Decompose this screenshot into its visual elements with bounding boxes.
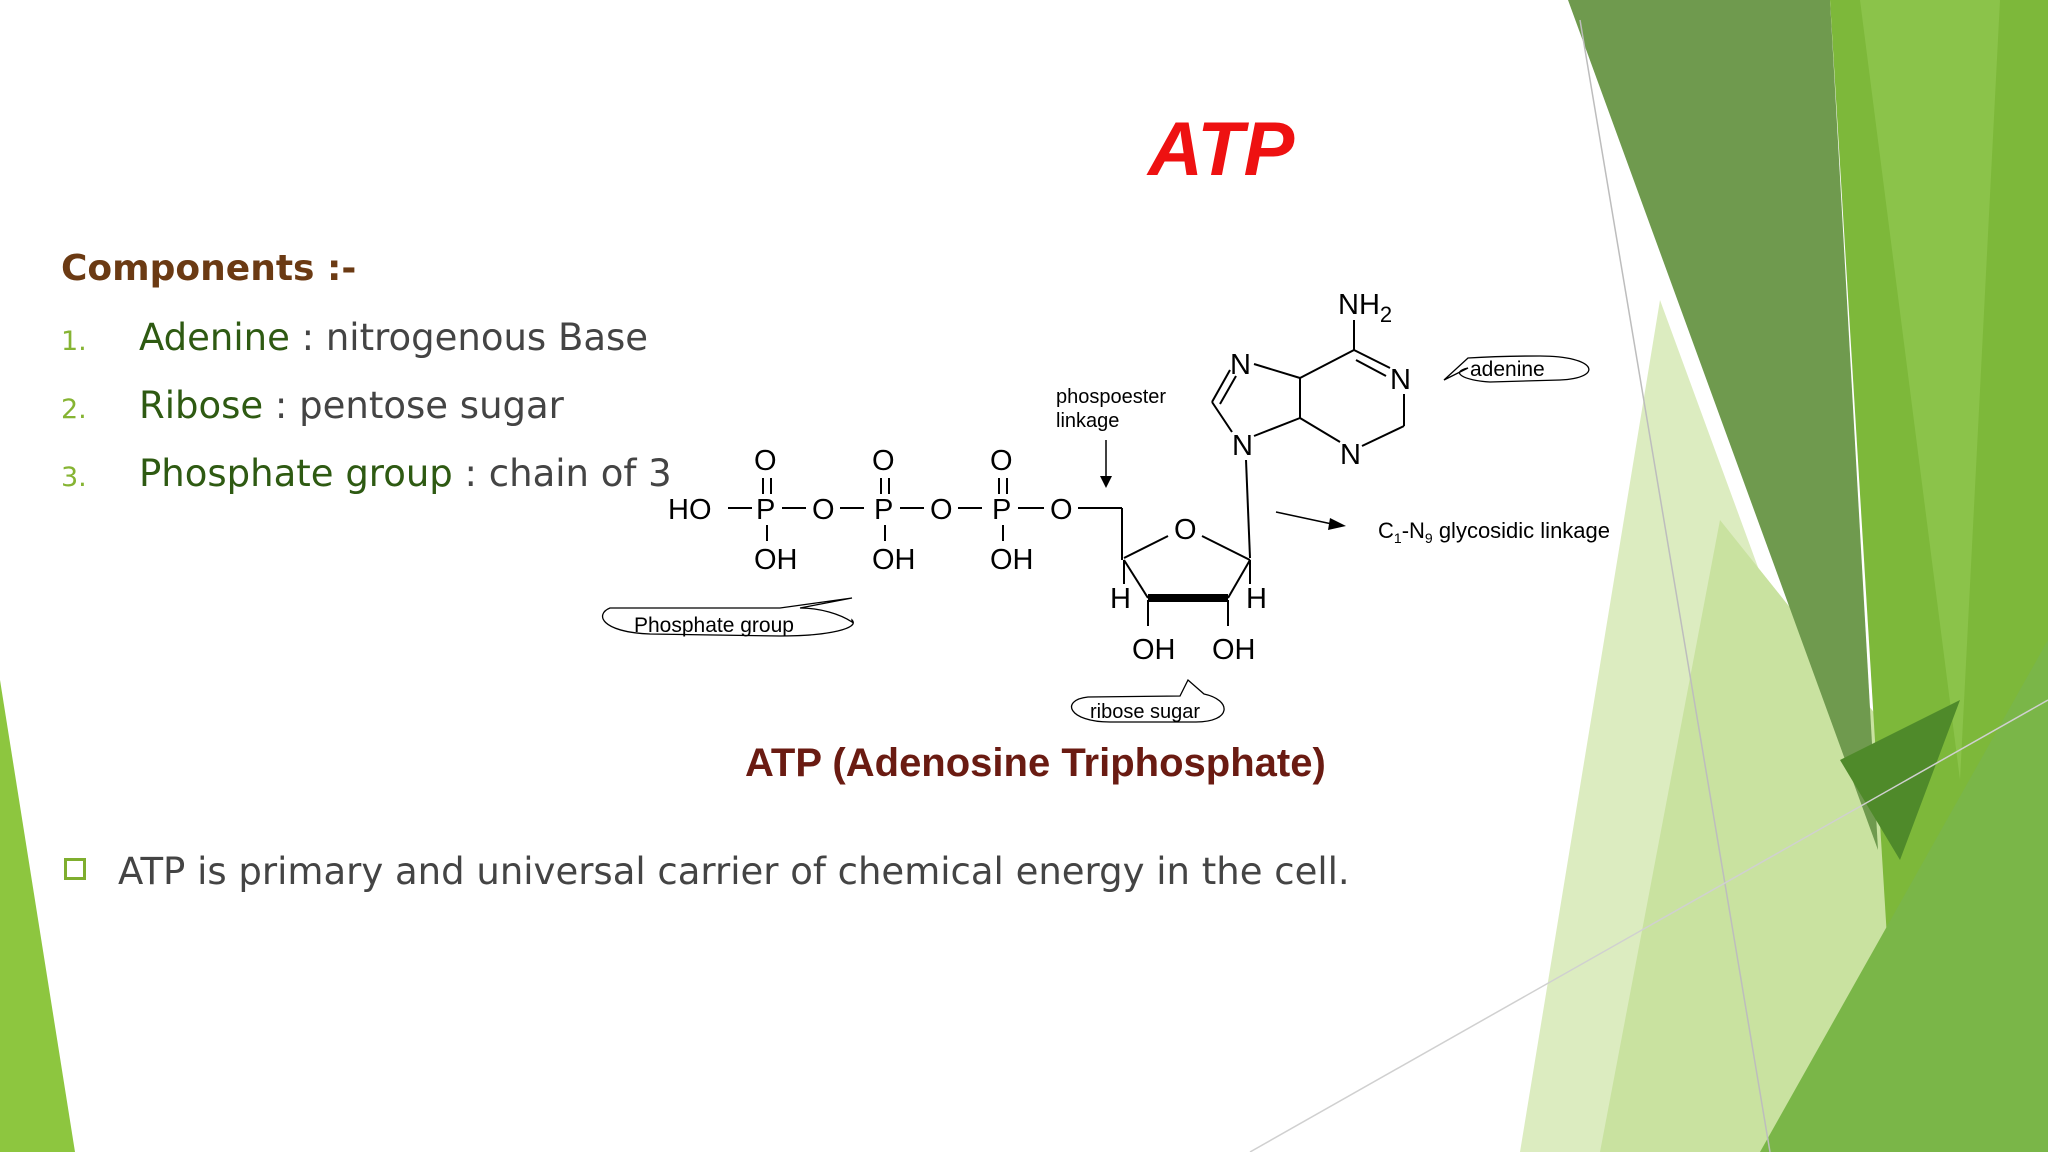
hydroxyl-group: OH: [990, 544, 1034, 576]
amino-group: NH2: [1338, 289, 1392, 327]
ring-hydrogen: H: [1110, 583, 1131, 615]
ring-hydrogen: H: [1246, 583, 1267, 615]
components-heading: Components :-: [61, 248, 357, 289]
arrow-down-icon: [1100, 476, 1112, 488]
component-description: : chain of 3: [452, 452, 672, 495]
ring-oxygen: O: [1174, 514, 1197, 546]
list-item: 3. Phosphate group : chain of 3: [61, 448, 672, 516]
phosphate-callout: Phosphate group: [601, 597, 854, 637]
phosphate-chain: HO P O OH O P O OH O P O OH O: [668, 445, 1122, 576]
phosphate-callout-text: Phosphate group: [634, 614, 794, 637]
ho-group: HO: [668, 494, 712, 526]
glycosidic-label: C1-N9 glycosidic linkage: [1275, 511, 1610, 546]
phosphorus-atom: P: [992, 494, 1011, 526]
right-bottom-shard: [1760, 640, 2048, 1152]
oxygen-bridge: O: [930, 494, 953, 526]
diagram-caption: ATP (Adenosine Triphosphate): [745, 741, 1326, 785]
component-description: : pentose sugar: [263, 384, 564, 427]
statement-text: ATP is primary and universal carrier of …: [118, 850, 1350, 893]
list-number: 3.: [61, 462, 87, 493]
right-bottom-dark-shard: [1840, 700, 1960, 860]
phosphorus-atom: P: [874, 494, 893, 526]
oxygen-bridge: O: [812, 494, 835, 526]
component-name: Phosphate group: [139, 452, 453, 495]
ribose-ring: O H H OH OH: [1110, 459, 1267, 666]
glycosidic-text: C1-N9 glycosidic linkage: [1378, 518, 1610, 546]
ribose-callout: ribose sugar: [1070, 678, 1225, 723]
oxygen-bridge: O: [1050, 494, 1073, 526]
phosphorus-atom: P: [756, 494, 775, 526]
thin-diagonal-line-2: [1249, 699, 2048, 1152]
hydroxyl-group: OH: [1212, 634, 1256, 666]
right-bright-shard: [1860, 0, 2000, 780]
linkage-label-line2: linkage: [1056, 410, 1119, 432]
components-list: 1. Adenine : nitrogenous Base 2. Ribose : …: [61, 312, 672, 516]
oxygen-atom: O: [990, 445, 1013, 477]
thin-diagonal-line: [1579, 19, 1771, 1152]
right-dark-shard: [1568, 0, 1878, 850]
linkage-label-line1: phospoester: [1056, 386, 1166, 408]
adenine-ring: N N N N NH2: [1211, 289, 1411, 471]
oxygen-atom: O: [754, 445, 777, 477]
component-description: : nitrogenous Base: [289, 316, 649, 359]
nitrogen-atom: N: [1340, 439, 1361, 471]
bullet-icon: [64, 858, 86, 880]
component-name: Ribose: [139, 384, 264, 427]
component-name: Adenine: [139, 316, 290, 359]
slide-title: ATP: [1148, 107, 1295, 192]
linkage-label: phospoester linkage: [1056, 386, 1166, 488]
adenine-callout: adenine: [1443, 355, 1590, 383]
left-green-shard: [0, 680, 75, 1152]
list-number: 2.: [61, 394, 87, 425]
ribose-callout-text: ribose sugar: [1090, 701, 1200, 723]
oxygen-atom: O: [872, 445, 895, 477]
hydroxyl-group: OH: [1132, 634, 1176, 666]
arrow-right-icon: [1328, 518, 1346, 530]
nitrogen-atom: N: [1390, 364, 1411, 396]
adenine-callout-text: adenine: [1470, 358, 1545, 381]
nitrogen-atom: N: [1232, 430, 1253, 462]
list-item: 1. Adenine : nitrogenous Base: [61, 312, 672, 380]
list-number: 1.: [61, 326, 87, 357]
hydroxyl-group: OH: [754, 544, 798, 576]
nitrogen-atom: N: [1230, 349, 1251, 381]
hydroxyl-group: OH: [872, 544, 916, 576]
list-item: 2. Ribose : pentose sugar: [61, 380, 672, 448]
